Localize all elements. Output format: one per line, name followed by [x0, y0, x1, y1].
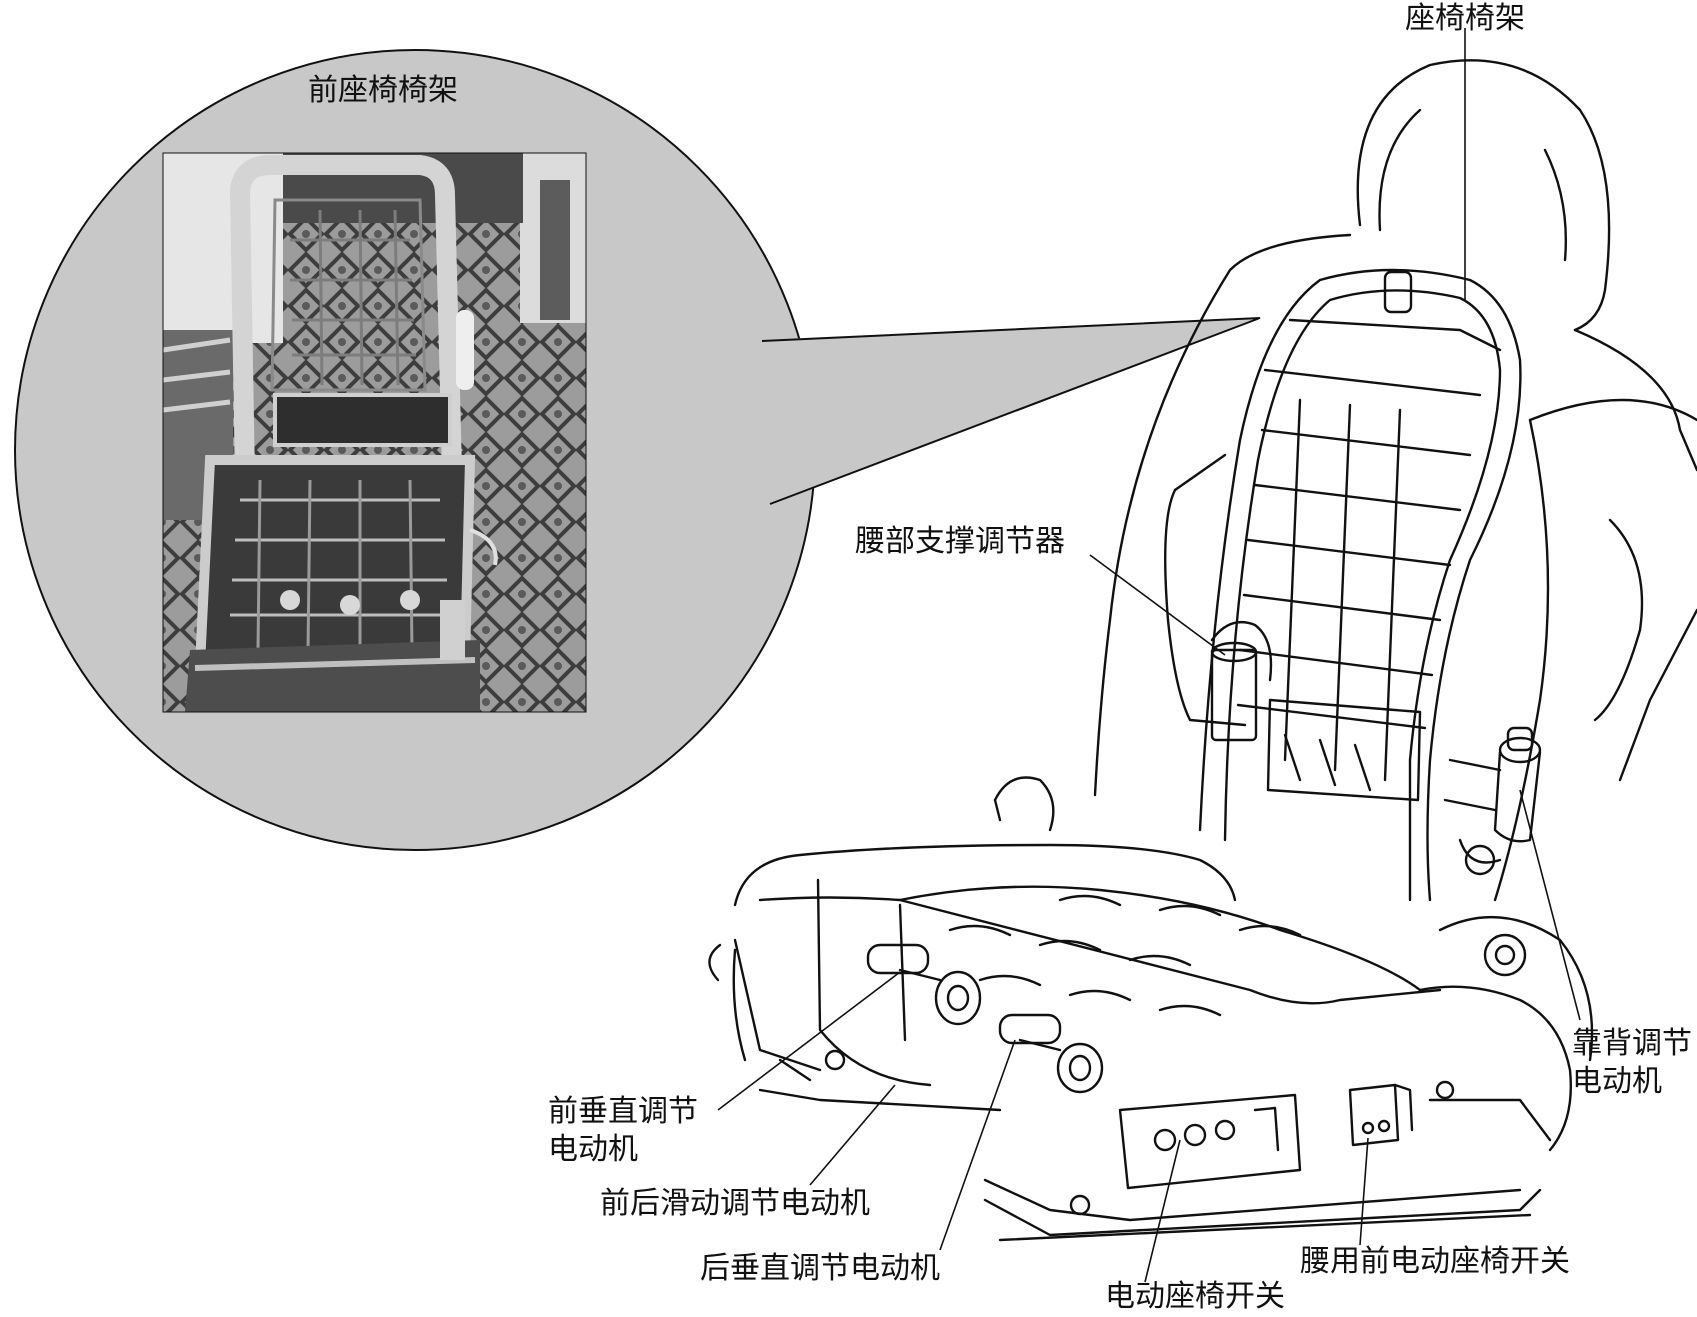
label-rear-vertical-motor: 后垂直调节电动机 — [700, 1251, 940, 1286]
leader-power-switch — [1144, 1139, 1181, 1283]
label-front-vertical-motor-line1: 前垂直调节 — [548, 1094, 698, 1129]
seat-frame-photo — [163, 153, 586, 712]
label-front-vertical-motor-line2: 电动机 — [548, 1132, 638, 1167]
label-front-vertical-motor: 前垂直调节 电动机 — [548, 1093, 698, 1169]
label-power-seat-switch: 电动座椅开关 — [1105, 1279, 1285, 1314]
leader-front-vertical — [717, 971, 901, 1111]
leader-rear-vertical — [939, 1039, 1016, 1251]
label-seat-frame: 座椅椅架 — [1405, 1, 1525, 36]
label-backrest-motor-line1: 靠背调节 — [1572, 1026, 1692, 1061]
label-lumbar-support-adjuster: 腰部支撑调节器 — [855, 524, 1065, 559]
leader-slide — [809, 1084, 896, 1186]
label-backrest-motor: 靠背调节 电动机 — [1572, 1025, 1692, 1101]
label-backrest-motor-line2: 电动机 — [1572, 1064, 1662, 1099]
leader-lines — [717, 28, 1581, 1283]
inset-title: 前座椅椅架 — [308, 73, 458, 108]
photo-border — [162, 152, 587, 713]
leader-lumbar — [1089, 554, 1226, 656]
label-slide-motor: 前后滑动调节电动机 — [600, 1186, 870, 1221]
leader-lumbar-switch — [1359, 1137, 1369, 1246]
leader-backrest-motor — [1519, 789, 1581, 1021]
seat-line-drawing — [708, 59, 1697, 1242]
label-lumbar-power-seat-switch: 腰用前电动座椅开关 — [1300, 1244, 1570, 1279]
